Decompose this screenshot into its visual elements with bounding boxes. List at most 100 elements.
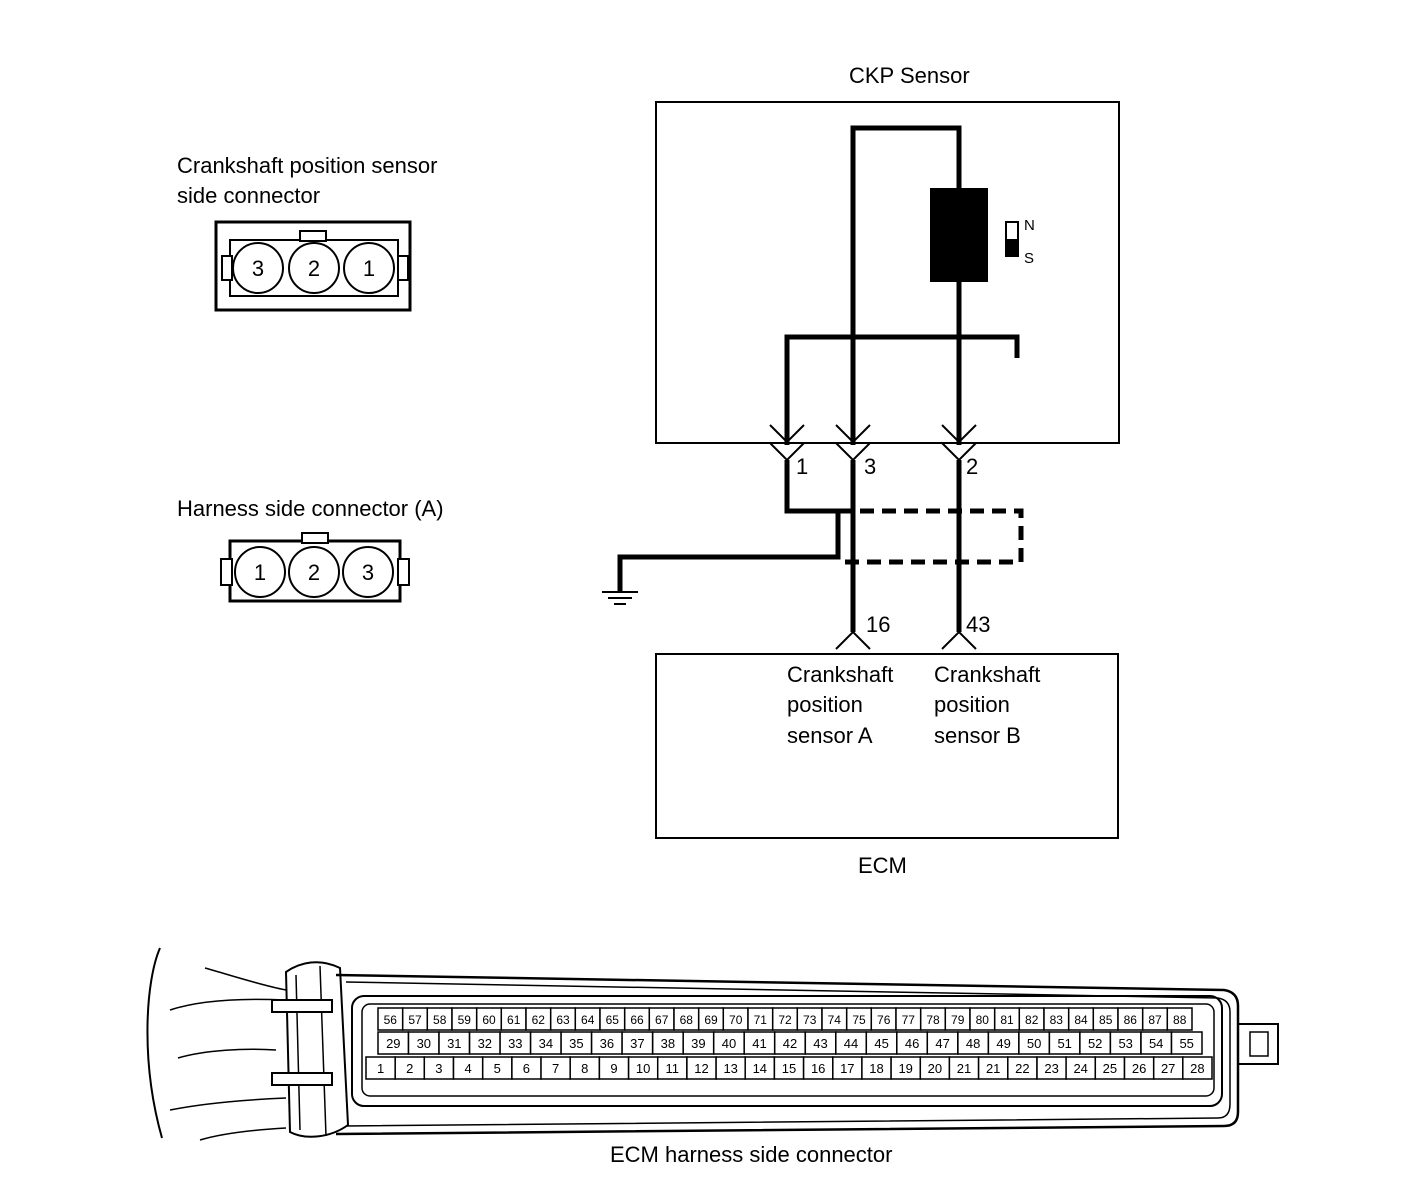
ecm-pin-label: 81 <box>1000 1013 1014 1027</box>
ecm-pin-cell <box>1166 1007 1193 1031</box>
sensor-connector-pin-label: 1 <box>363 256 375 281</box>
magnet-north-label: N <box>1024 217 1035 234</box>
ecm-input-b-line3: sensor B <box>934 723 1021 748</box>
ecm-pin-label: 39 <box>691 1036 705 1051</box>
ecm-pin-label: 87 <box>1148 1013 1162 1027</box>
ecm-pin-label: 82 <box>1025 1013 1039 1027</box>
ecm-pin-label: 86 <box>1124 1013 1138 1027</box>
ecm-pin-label: 16 <box>811 1061 825 1076</box>
harness-connector-pin-3 <box>342 546 394 598</box>
sensor-pin-2-label: 2 <box>966 454 978 479</box>
ecm-pin-label: 66 <box>630 1013 644 1027</box>
ecm-pin-label: 3 <box>435 1061 442 1076</box>
harness-connector-pin-label: 3 <box>362 560 374 585</box>
ecm-pin-label: 24 <box>1073 1061 1087 1076</box>
ecm-pin-label: 52 <box>1088 1036 1102 1051</box>
ecm-pin-label: 73 <box>803 1013 817 1027</box>
ecm-pin-label: 43 <box>813 1036 827 1051</box>
sensor-connector-subtitle: side connector <box>177 183 321 208</box>
ecm-input-b-line1: Crankshaft <box>934 662 1041 687</box>
ecm-pin-label: 69 <box>704 1013 718 1027</box>
ecm-pin-label: 51 <box>1057 1036 1071 1051</box>
ecm-pin-label: 72 <box>778 1013 792 1027</box>
ecm-pin-label: 32 <box>478 1036 492 1051</box>
ecm-pin-label: 35 <box>569 1036 583 1051</box>
ecm-pin-cell <box>1182 1056 1213 1080</box>
ecm-pin-label: 28 <box>1190 1061 1204 1076</box>
sensor-connector-title: Crankshaft position sensor <box>177 153 438 178</box>
sensor-connector-pin-1 <box>343 242 395 294</box>
ecm-pin-43-label: 43 <box>966 612 990 637</box>
harness-connector-pin-label: 2 <box>308 560 320 585</box>
ecm-input-b-line2: position <box>934 692 1010 717</box>
harness-wiring <box>617 460 1024 632</box>
ecm-pin-label: 83 <box>1050 1013 1064 1027</box>
ecm-pin-label: 14 <box>753 1061 767 1076</box>
ecm-pin-label: 50 <box>1027 1036 1041 1051</box>
ecm-pin-label: 75 <box>852 1013 866 1027</box>
sensor-pin-3-label: 3 <box>864 454 876 479</box>
sensor-connector-pin-label: 2 <box>308 256 320 281</box>
ecm-pin-label: 29 <box>386 1036 400 1051</box>
magnet-icon <box>1005 221 1019 257</box>
ecm-pin-label: 85 <box>1099 1013 1113 1027</box>
ecm-pin-label: 21 <box>986 1061 1000 1076</box>
ecm-pin-label: 47 <box>935 1036 949 1051</box>
ecm-pin-label: 76 <box>877 1013 891 1027</box>
ecm-pin-label: 88 <box>1173 1013 1187 1027</box>
sensor-connector-pin-label: 3 <box>252 256 264 281</box>
ecm-pin-label: 79 <box>951 1013 965 1027</box>
ecm-pin-label: 58 <box>433 1013 447 1027</box>
sensor-side-connector: 3 2 1 <box>214 220 412 312</box>
ecm-pin-cell <box>1170 1031 1203 1055</box>
ecm-pin-label: 60 <box>482 1013 496 1027</box>
ecm-connector-terminals <box>835 630 977 650</box>
ecm-pin-label: 8 <box>581 1061 588 1076</box>
ecm-pin-label: 42 <box>783 1036 797 1051</box>
ecm-pin-label: 63 <box>556 1013 570 1027</box>
ecm-title: ECM <box>858 853 907 878</box>
ecm-pin-label: 12 <box>694 1061 708 1076</box>
ecm-pin-label: 4 <box>464 1061 471 1076</box>
ecm-connector-caption: ECM harness side connector <box>610 1142 893 1167</box>
ecm-pin-label: 7 <box>552 1061 559 1076</box>
ecm-pin-label: 21 <box>957 1061 971 1076</box>
ecm-pin-label: 61 <box>507 1013 521 1027</box>
ecm-pin-label: 77 <box>902 1013 916 1027</box>
ecm-pin-label: 17 <box>840 1061 854 1076</box>
harness-connector-pin-label: 1 <box>254 560 266 585</box>
ecm-pin-label: 23 <box>1044 1061 1058 1076</box>
ecm-pin-label: 19 <box>898 1061 912 1076</box>
ecm-pin-label: 45 <box>874 1036 888 1051</box>
ecm-pin-label: 20 <box>928 1061 942 1076</box>
ecm-pin-label: 26 <box>1132 1061 1146 1076</box>
harness-connector-pin-2 <box>288 546 340 598</box>
ecm-pin-label: 2 <box>406 1061 413 1076</box>
ecm-pin-label: 56 <box>384 1013 398 1027</box>
ecm-pin-label: 15 <box>782 1061 796 1076</box>
ecm-pin-label: 67 <box>655 1013 669 1027</box>
ecm-input-a-line3: sensor A <box>787 723 873 748</box>
ecm-pin-label: 74 <box>828 1013 842 1027</box>
sensor-pin-1-label: 1 <box>796 454 808 479</box>
ecm-pin-label: 59 <box>458 1013 472 1027</box>
ecm-pin-label: 22 <box>1015 1061 1029 1076</box>
ecm-pin-label: 71 <box>754 1013 768 1027</box>
ecm-pin-label: 1 <box>377 1061 384 1076</box>
ecm-pin-label: 48 <box>966 1036 980 1051</box>
ecm-pin-label: 5 <box>494 1061 501 1076</box>
ecm-pin-label: 38 <box>661 1036 675 1051</box>
ecm-pin-label: 80 <box>976 1013 990 1027</box>
ecm-pin-label: 78 <box>926 1013 940 1027</box>
ecm-pin-label: 70 <box>729 1013 743 1027</box>
ecm-pin-label: 11 <box>666 1061 680 1076</box>
wire-shield <box>838 508 1024 565</box>
ecm-pin-label: 49 <box>996 1036 1010 1051</box>
ecm-pin-label: 68 <box>680 1013 694 1027</box>
magnet-south-label: S <box>1024 250 1034 267</box>
ecm-pin-label: 31 <box>447 1036 461 1051</box>
harness-connector-pin-1 <box>234 546 286 598</box>
ecm-pin-label: 37 <box>630 1036 644 1051</box>
ground-icon <box>602 591 638 605</box>
